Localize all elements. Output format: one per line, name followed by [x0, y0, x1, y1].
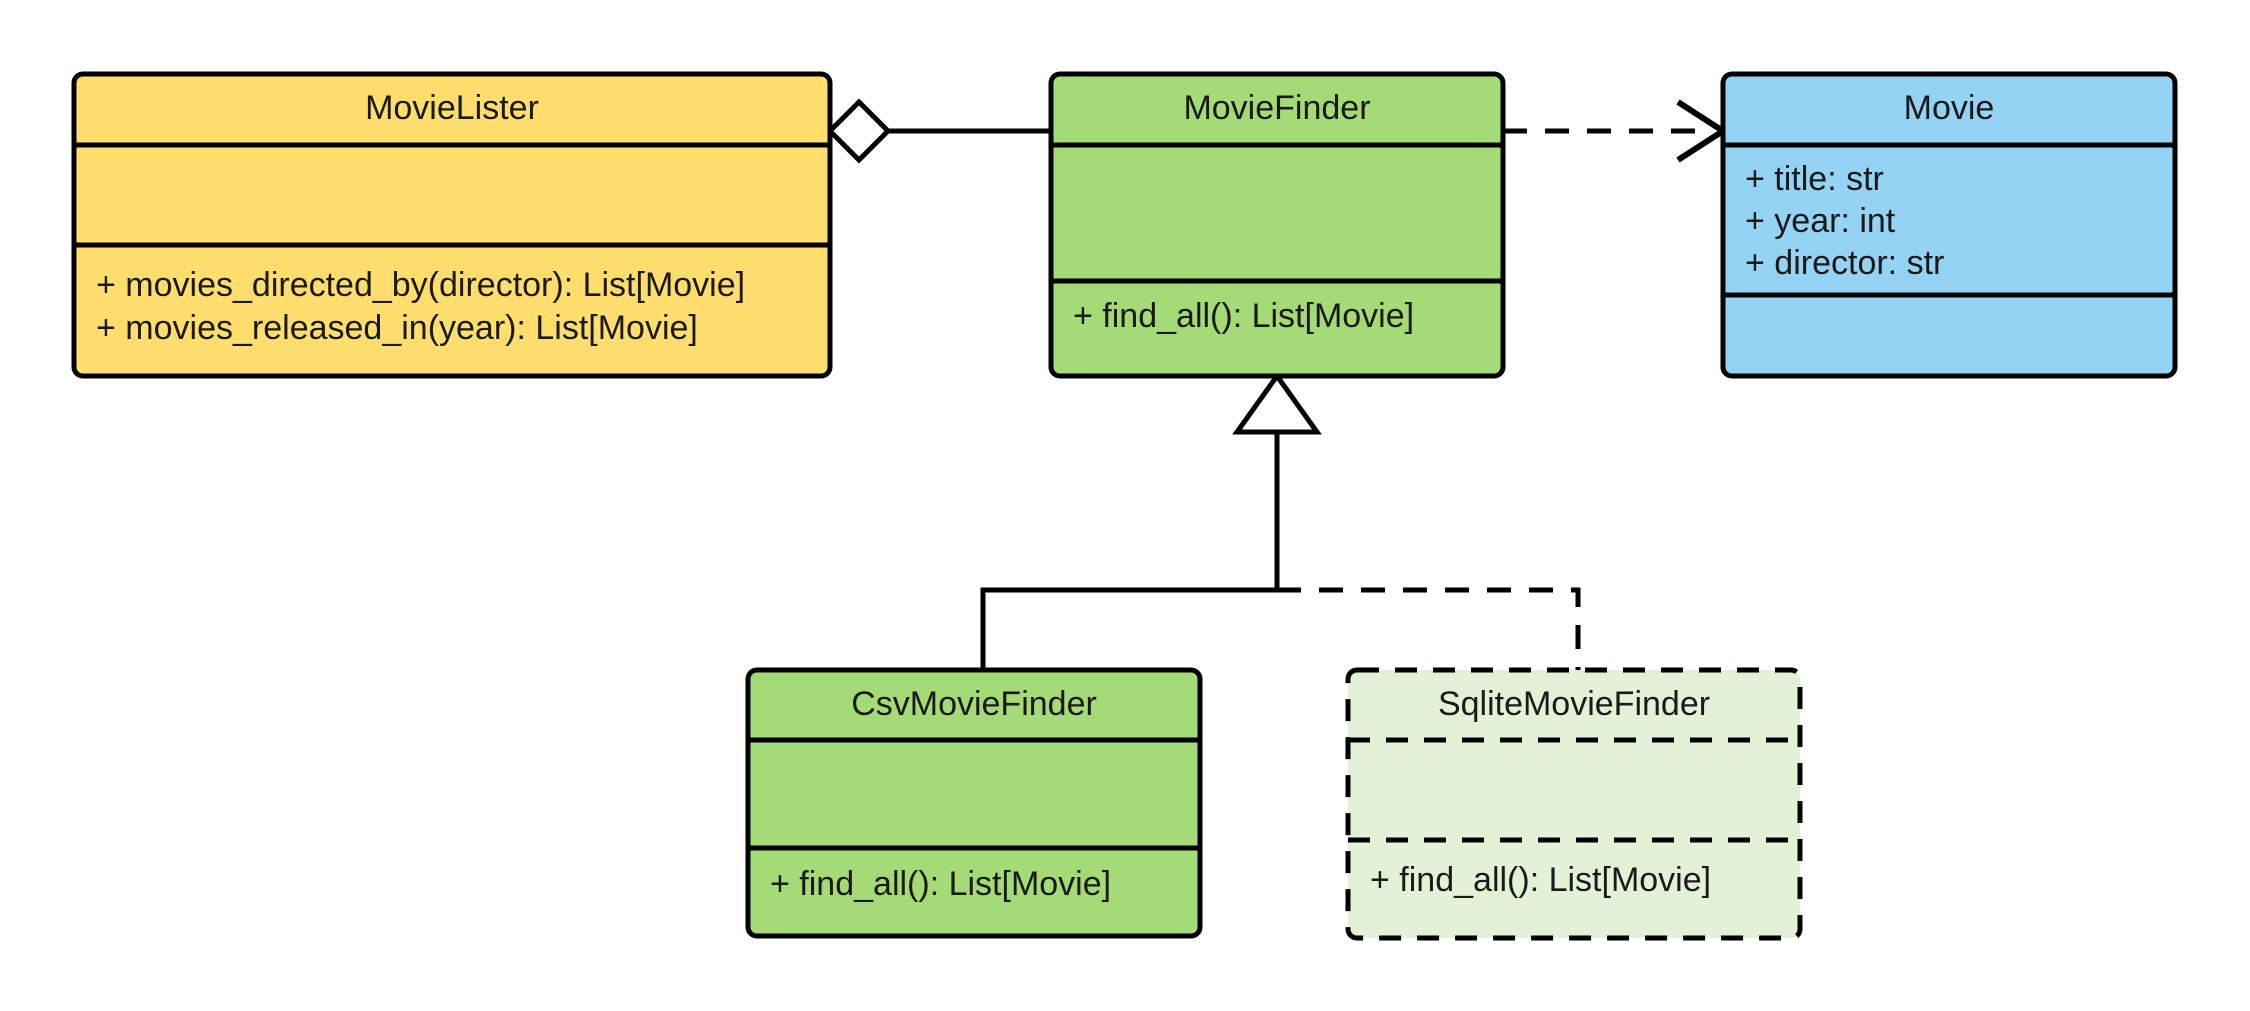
csv-movie-finder-title: CsvMovieFinder [851, 685, 1097, 723]
relationship-generalization-csv[interactable] [980, 587, 1277, 670]
generalization-line-sqlite [1277, 587, 1581, 670]
class-box-movie[interactable]: Movie + title: str + year: int + directo… [1720, 71, 2178, 379]
relationship-generalization-sqlite[interactable] [1277, 587, 1581, 670]
movie-lister-method-1: + movies_released_in(year): List[Movie] [96, 309, 698, 347]
movie-title: Movie [1904, 89, 1995, 127]
relationship-aggregation-lister-finder[interactable] [826, 98, 1051, 164]
sqlite-movie-finder-body [1345, 667, 1803, 941]
csv-movie-finder-method-0: + find_all(): List[Movie] [770, 865, 1111, 903]
generalization-line-csv [980, 587, 1277, 670]
movie-attribute-1: + year: int [1745, 202, 1896, 240]
sqlite-movie-finder-method-0: + find_all(): List[Movie] [1370, 861, 1711, 899]
movie-attribute-0: + title: str [1745, 160, 1884, 198]
movie-lister-title: MovieLister [365, 89, 539, 127]
sqlite-movie-finder-title: SqliteMovieFinder [1438, 685, 1710, 723]
class-box-movie-lister[interactable]: MovieLister + movies_directed_by(directo… [71, 71, 833, 379]
movie-lister-method-0: + movies_directed_by(director): List[Mov… [96, 266, 745, 304]
class-box-sqlite-movie-finder[interactable]: SqliteMovieFinder + find_all(): List[Mov… [1345, 667, 1803, 941]
hollow-diamond-icon [826, 98, 892, 164]
movie-body [1720, 71, 2178, 379]
movie-finder-method-0: + find_all(): List[Movie] [1073, 297, 1414, 335]
movie-finder-body [1048, 71, 1506, 379]
movie-lister-body [71, 71, 833, 379]
csv-movie-finder-body [745, 667, 1203, 939]
class-box-movie-finder[interactable]: MovieFinder + find_all(): List[Movie] [1048, 71, 1506, 379]
relationship-dependency-finder-movie[interactable] [1503, 99, 1729, 163]
class-box-csv-movie-finder[interactable]: CsvMovieFinder + find_all(): List[Movie] [745, 667, 1203, 939]
movie-finder-title: MovieFinder [1183, 89, 1370, 127]
hollow-triangle-icon [1232, 371, 1322, 435]
movie-attribute-2: + director: str [1745, 244, 1944, 282]
relationship-generalization-trunk [1232, 371, 1322, 590]
